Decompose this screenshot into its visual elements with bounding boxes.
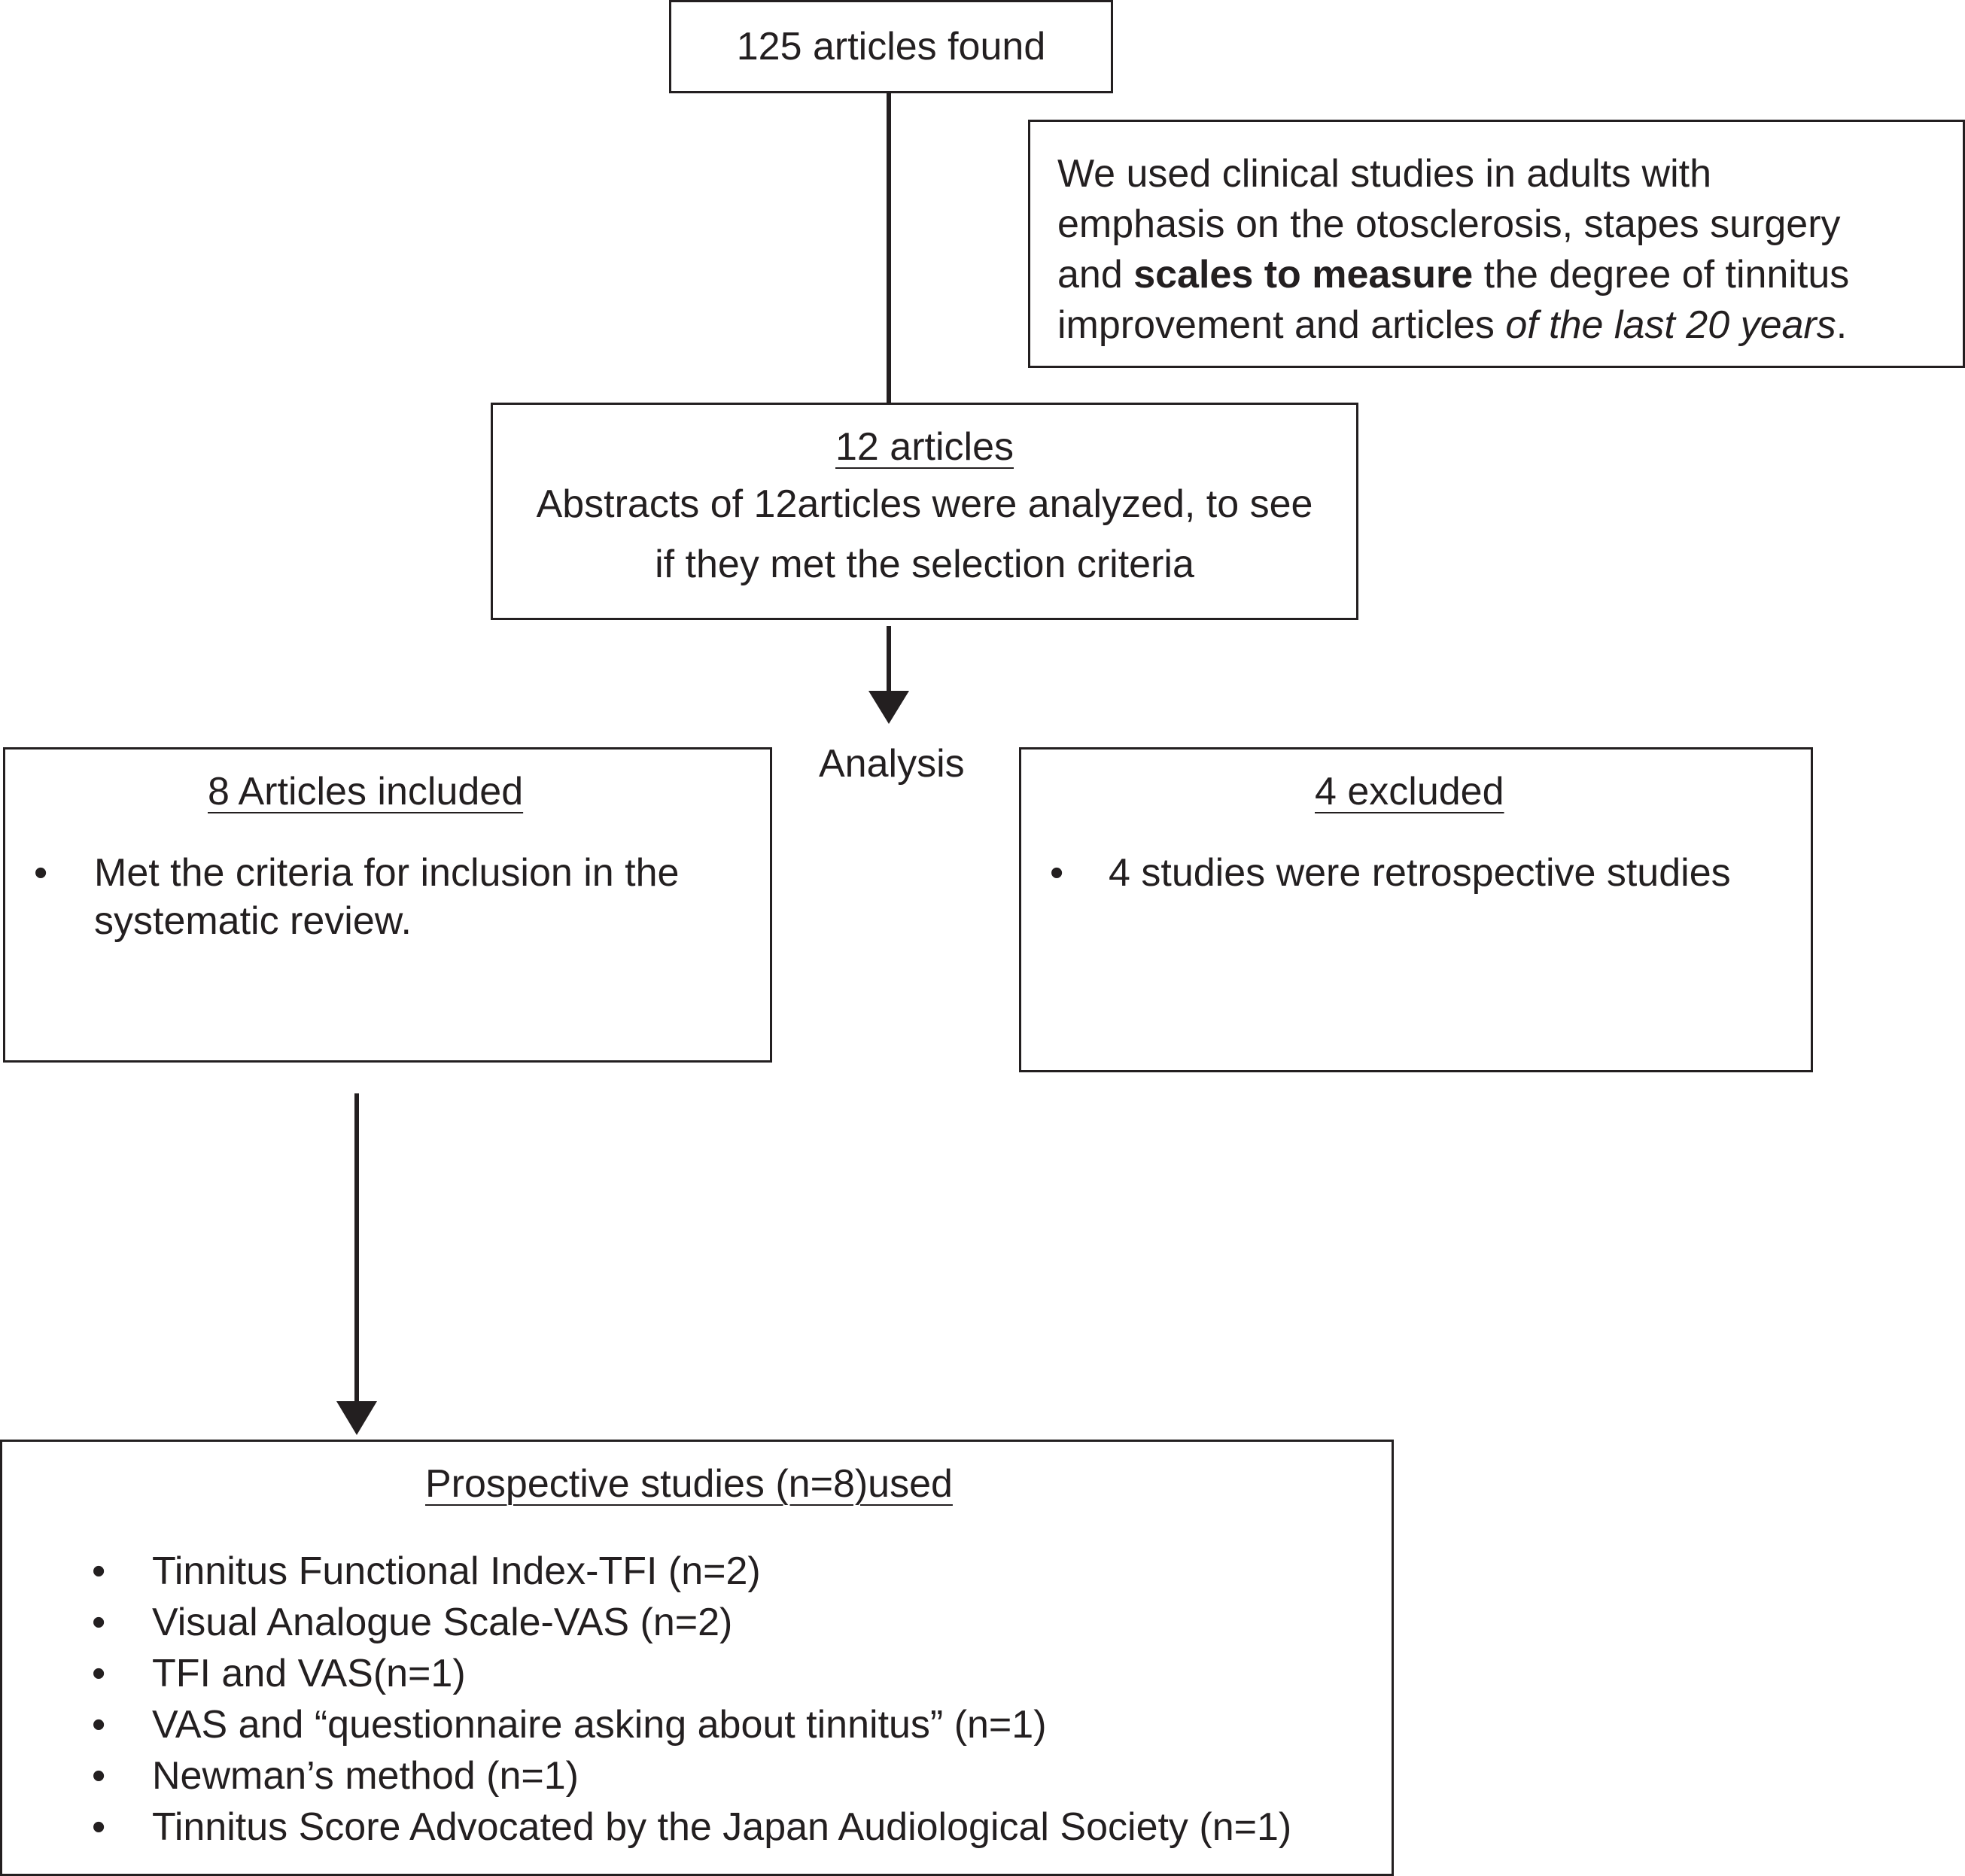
articles-found-title: 125 articles found bbox=[736, 24, 1046, 68]
criteria-emphasis-years: of the last 20 years bbox=[1505, 303, 1836, 347]
arrowhead-analysis bbox=[868, 691, 909, 724]
included-title: 8 Articles included bbox=[208, 770, 524, 813]
arrowhead-final bbox=[336, 1401, 377, 1435]
criteria-emphasis-scales: scales to measure bbox=[1133, 253, 1474, 296]
included-list: Met the criteria for inclusion in the sy… bbox=[34, 849, 749, 945]
excluded-item: 4 studies were retrospective studies bbox=[1050, 849, 1811, 897]
criteria-line-3-pre: and bbox=[1057, 253, 1134, 296]
excluded-title: 4 excluded bbox=[1315, 770, 1504, 813]
screening-line-2: if they met the selection criteria bbox=[655, 543, 1194, 586]
criteria-line-1: We used clinical studies in adults with bbox=[1057, 152, 1712, 196]
criteria-line-4-post: . bbox=[1836, 303, 1848, 347]
criteria-line-4-pre: improvement and articles bbox=[1057, 303, 1506, 347]
prospective-studies-title: Prospective studies (n=8)used bbox=[425, 1462, 953, 1506]
screening-title: 12 articles bbox=[835, 425, 1014, 469]
excluded-list: 4 studies were retrospective studies bbox=[1050, 849, 1811, 897]
scales-list: Tinnitus Functional Index-TFI (n=2) Visu… bbox=[92, 1546, 1392, 1853]
prospective-studies-box: Prospective studies (n=8)used Tinnitus F… bbox=[0, 1440, 1394, 1876]
articles-found-box: 125 articles found bbox=[669, 0, 1113, 93]
included-box: 8 Articles included Met the criteria for… bbox=[3, 747, 772, 1063]
criteria-line-2: emphasis on the otosclerosis, stapes sur… bbox=[1057, 202, 1841, 246]
analysis-label: Analysis bbox=[819, 742, 965, 786]
excluded-box: 4 excluded 4 studies were retrospective … bbox=[1019, 747, 1813, 1072]
scale-item: Tinnitus Functional Index-TFI (n=2) bbox=[92, 1546, 1392, 1597]
scale-item: Tinnitus Score Advocated by the Japan Au… bbox=[92, 1802, 1392, 1853]
criteria-line-3: and scales to measure the degree of tinn… bbox=[1057, 250, 1963, 300]
scale-item: Visual Analogue Scale-VAS (n=2) bbox=[92, 1597, 1392, 1648]
scale-item: TFI and VAS(n=1) bbox=[92, 1648, 1392, 1699]
selection-criteria-box: We used clinical studies in adults with … bbox=[1028, 120, 1965, 368]
screening-line-1: Abstracts of 12articles were analyzed, t… bbox=[536, 482, 1313, 526]
included-item: Met the criteria for inclusion in the sy… bbox=[34, 849, 749, 945]
criteria-text: We used clinical studies in adults with … bbox=[1057, 149, 1963, 351]
criteria-line-3-post: the degree of tinnitus bbox=[1473, 253, 1850, 296]
screening-box: 12 articles Abstracts of 12articles were… bbox=[491, 403, 1358, 620]
scale-item: Newman’s method (n=1) bbox=[92, 1750, 1392, 1802]
criteria-line-4: improvement and articles of the last 20 … bbox=[1057, 300, 1963, 351]
scale-item: VAS and “questionnaire asking about tinn… bbox=[92, 1699, 1392, 1750]
